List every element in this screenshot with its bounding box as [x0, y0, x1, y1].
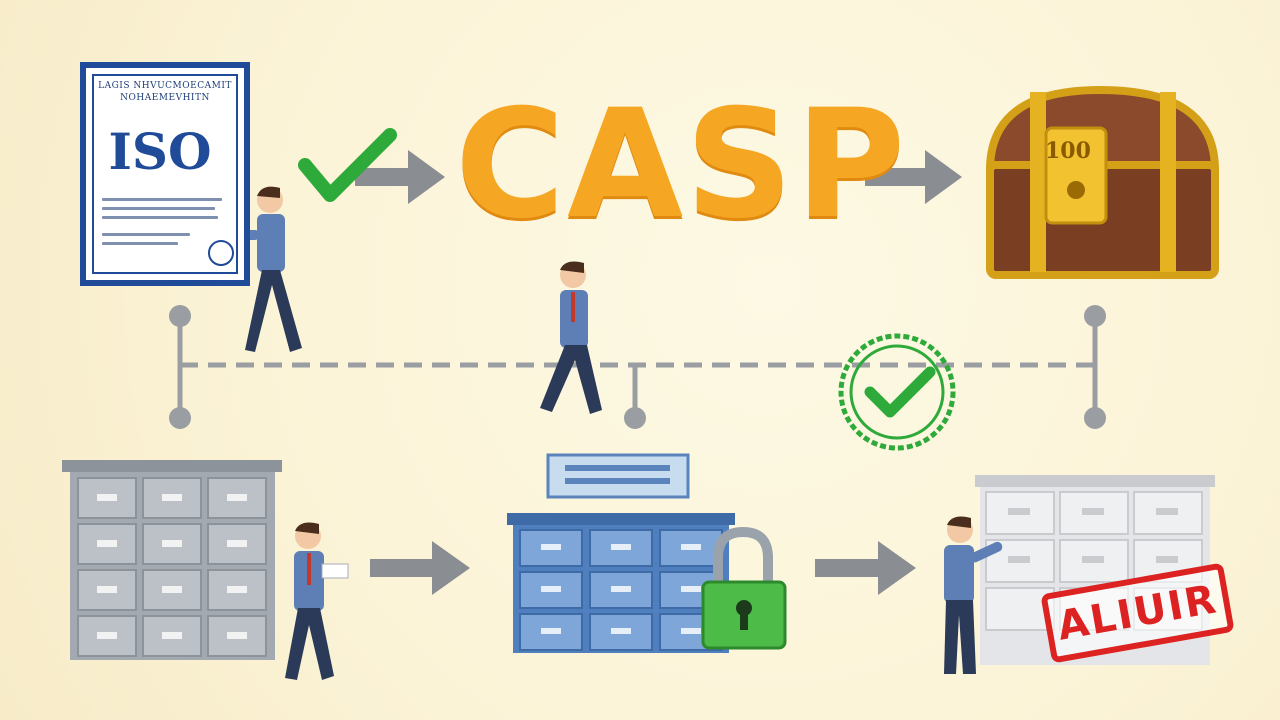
timeline-node-left-bottom: [169, 407, 191, 429]
filing-cabinet-icon: [507, 453, 735, 653]
timeline-node-left-top: [169, 305, 191, 327]
certificate-text-line: [102, 207, 216, 210]
arrow-right-icon: [370, 541, 470, 595]
certificate-heading: LAGIS NHVUCMOECAMIT NOHAEMEVHITN: [86, 80, 244, 104]
arrow-right-icon: [815, 541, 916, 595]
timeline-node-right-top: [1084, 305, 1106, 327]
approved-seal-icon: [838, 333, 956, 451]
certificate-text-line: [102, 216, 218, 219]
certificate-text-line: [102, 233, 191, 236]
treasure-chest-icon: [985, 85, 1220, 279]
certificate-heading-line2: NOHAEMEVHITN: [120, 93, 210, 103]
certificate-icon: LAGIS NHVUCMOECAMIT NOHAEMEVHITN ISO: [80, 62, 250, 286]
certificate-text-line: [102, 198, 222, 201]
certificate-border: [92, 74, 238, 274]
treasure-chest-label-area: 100: [985, 80, 1215, 280]
certificate-iso-emblem: ISO: [108, 122, 212, 181]
timeline-node-mid-bottom: [624, 407, 646, 429]
filing-cabinet-icon: [62, 460, 282, 660]
arrow-right-icon: [355, 150, 445, 204]
certificate-heading-line1: LAGIS NHVUCMOECAMIT: [98, 81, 232, 91]
padlock-icon: [701, 526, 787, 650]
timeline-node-right-bottom: [1084, 407, 1106, 429]
person-icon: [540, 261, 602, 414]
certificate-text-line: [102, 242, 178, 245]
checkmark-icon: [298, 128, 397, 202]
person-icon: [285, 522, 349, 680]
treasure-chest-label: 100: [1045, 138, 1091, 164]
certificate-text-lines: [102, 198, 228, 251]
arrow-right-icon: [865, 150, 962, 204]
page-title: CASP: [455, 78, 908, 252]
person-icon: [944, 516, 1003, 674]
certificate-seal-icon: [208, 240, 234, 266]
